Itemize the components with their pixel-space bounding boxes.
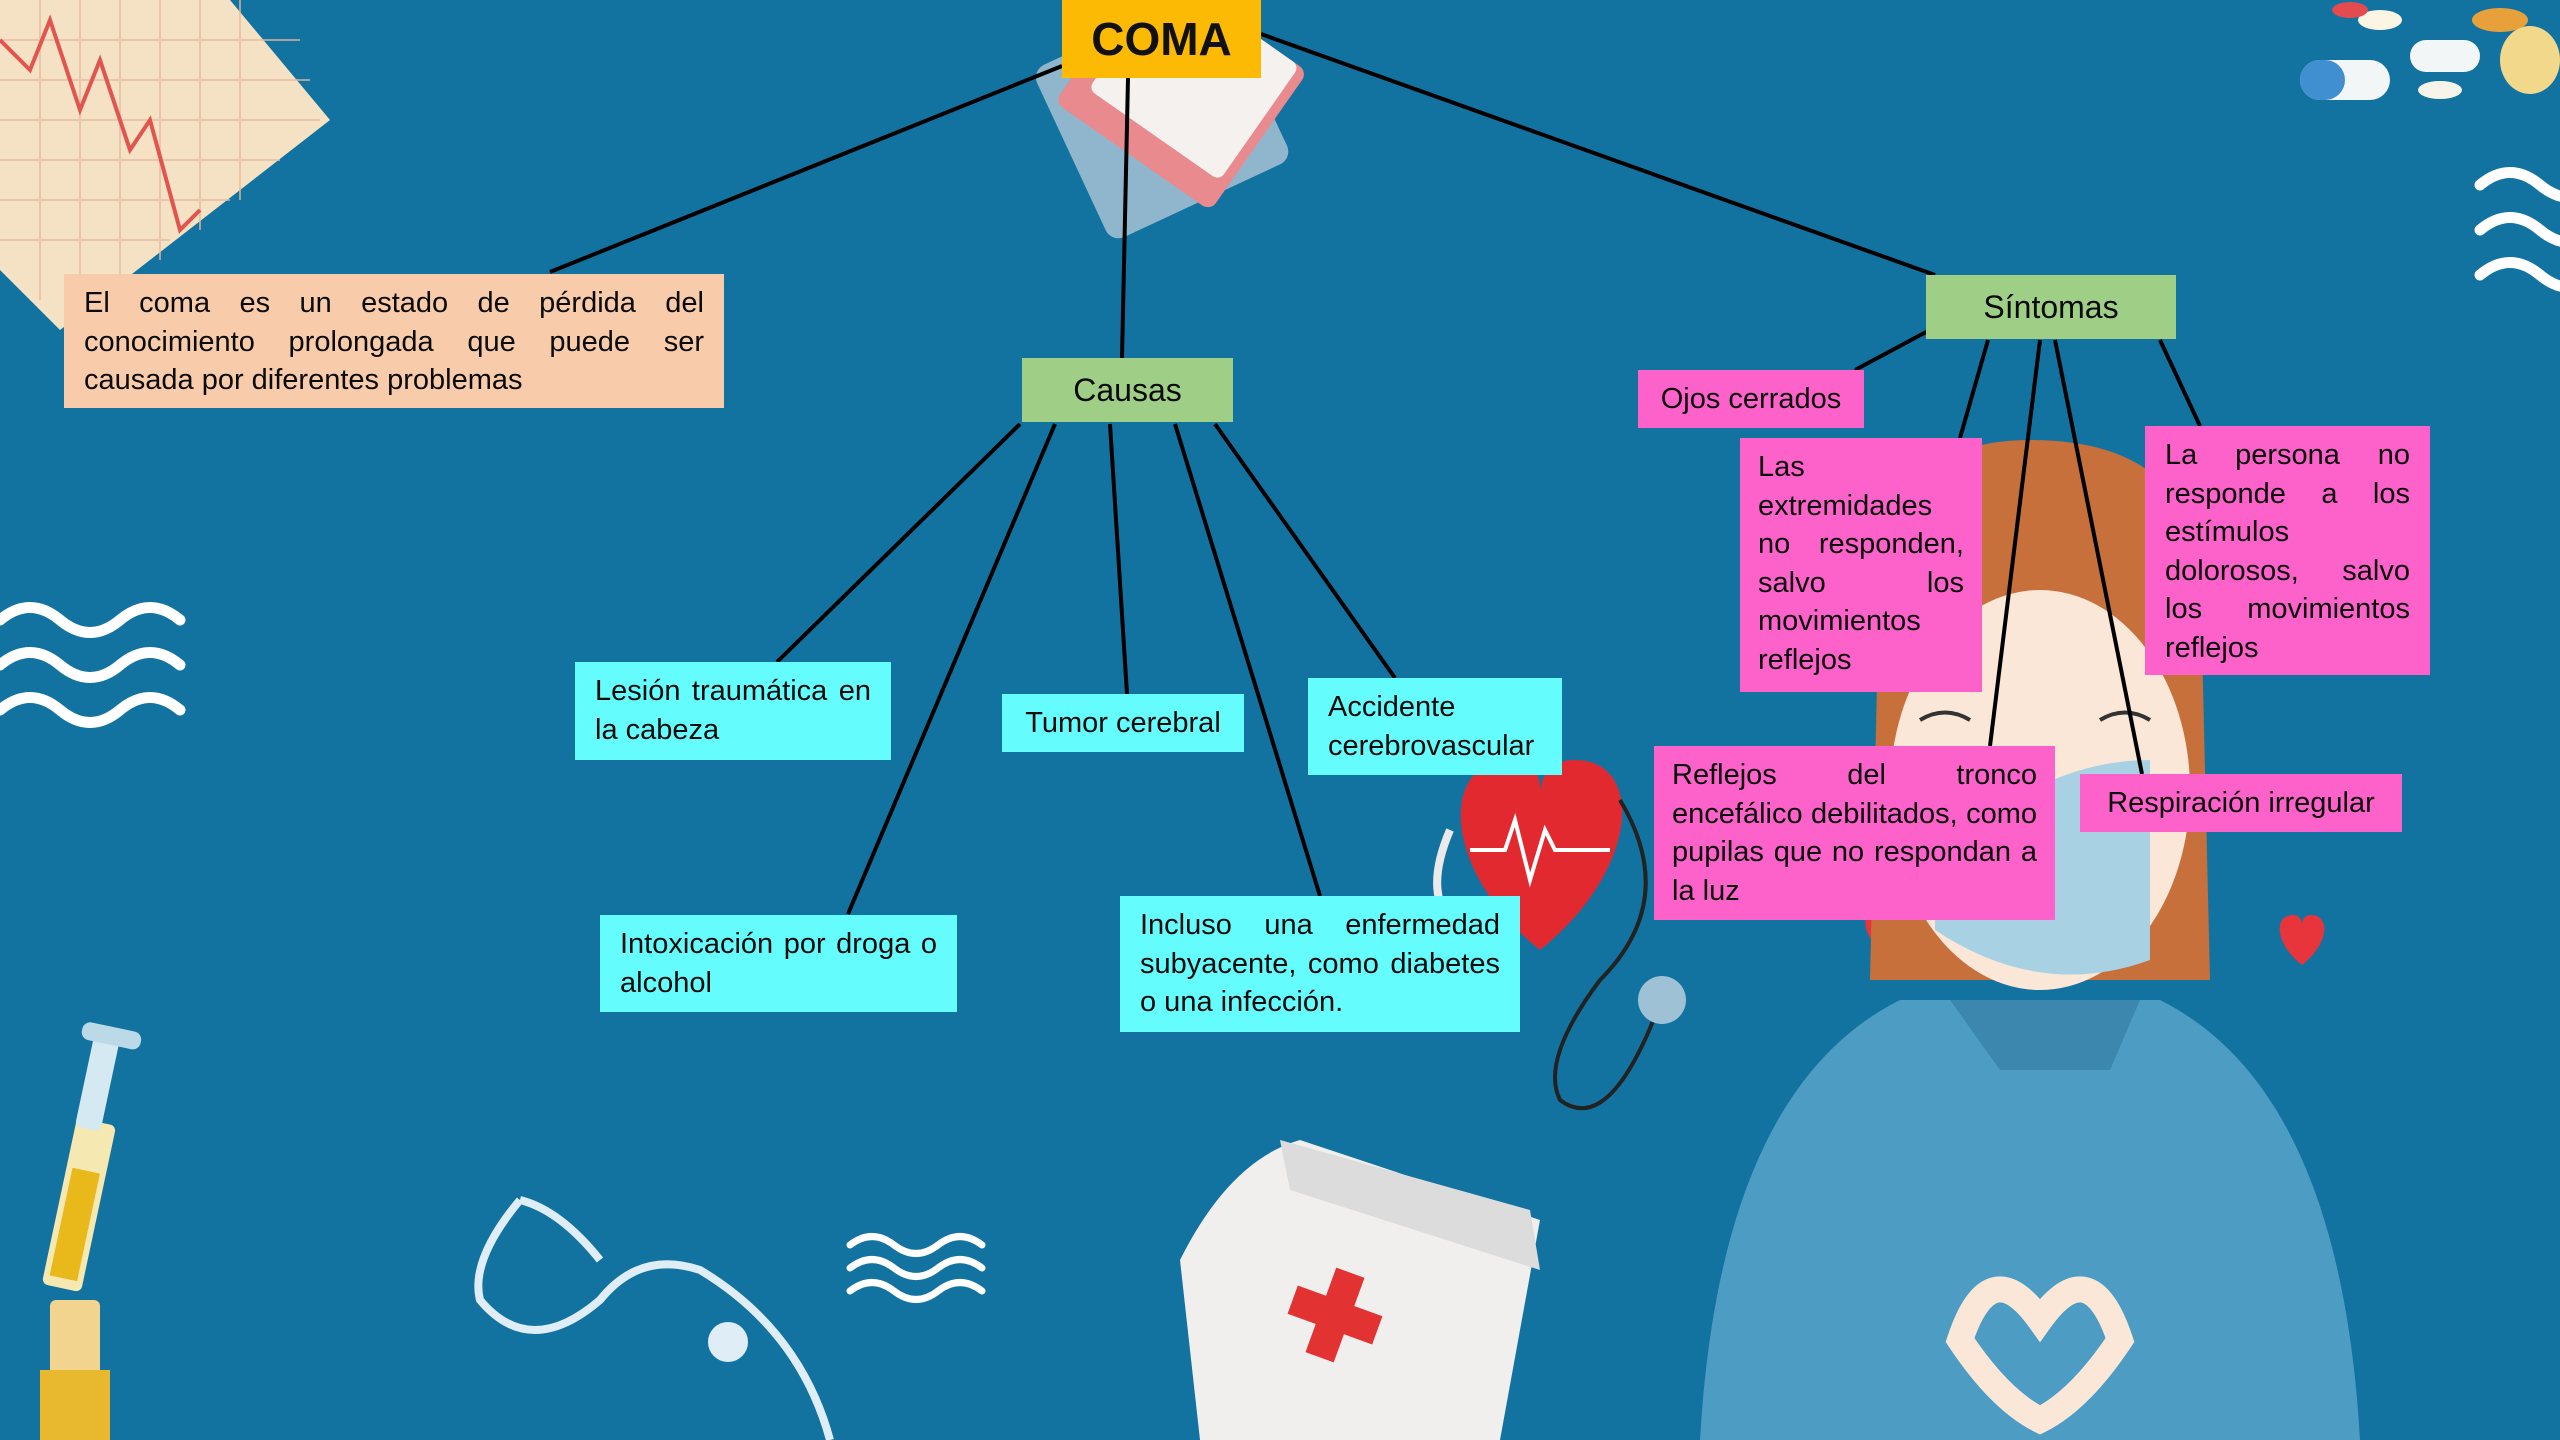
symptom-breathing: Respiración irregular xyxy=(2080,774,2402,832)
syringe-icon xyxy=(40,1022,142,1440)
cause-stroke: Accidente cerebrovascular xyxy=(1308,678,1562,775)
stethoscope-icon xyxy=(474,1196,834,1440)
cause-brain-tumor: Tumor cerebral xyxy=(1002,694,1244,752)
symptom-eyes-closed: Ojos cerrados xyxy=(1638,370,1864,428)
diagram-title: COMA xyxy=(1062,0,1261,78)
cause-underlying-disease: Incluso una enfermedad subyacente, como … xyxy=(1120,896,1520,1032)
symptom-limbs: Las extremidades no responden, salvo los… xyxy=(1740,438,1982,692)
symptom-pain: La persona no responde a los estímulos d… xyxy=(2145,426,2430,675)
definition-box: El coma es un estado de pérdida del cono… xyxy=(64,274,724,408)
pills-icon xyxy=(2300,2,2560,100)
symptom-reflexes: Reflejos del tronco encefálico debilitad… xyxy=(1654,746,2055,920)
cause-intoxication: Intoxicación por droga o alcohol xyxy=(600,915,957,1012)
cause-head-injury: Lesión traumática en la cabeza xyxy=(575,662,891,760)
symptoms-node: Síntomas xyxy=(1926,275,2176,339)
ecg-paper-icon xyxy=(0,0,330,330)
nurse-cap-icon xyxy=(1180,1140,1540,1440)
wave-lines-icon xyxy=(0,167,2560,1303)
causes-node: Causas xyxy=(1022,358,1233,422)
